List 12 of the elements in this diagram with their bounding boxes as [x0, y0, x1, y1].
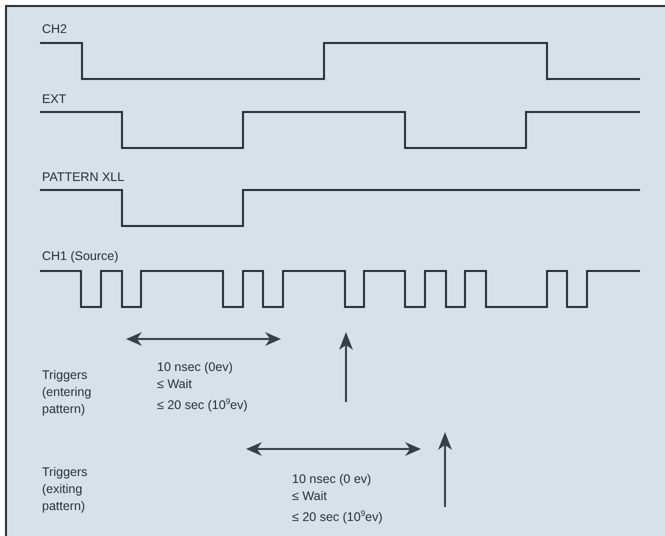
label-text: ≤ Wait [157, 376, 193, 393]
label-text: 10 nsec (0ev) [157, 359, 234, 376]
label-text: Triggers (exiting pattern) [42, 464, 88, 515]
label-text: 10 nsec (0 ev) [292, 471, 372, 488]
label-text: ≤ 20 sec (10$^{9}$ev) [157, 396, 249, 414]
label-text: ≤ 20 sec (10$^{9}$ev) [292, 508, 384, 526]
signal-name: PATTERN XLL [42, 169, 126, 186]
signal-name: CH1 (Source) [42, 248, 120, 265]
label-text: ≤ Wait [292, 488, 328, 505]
signal-name: EXT [42, 91, 68, 108]
signal-name: CH2 [42, 21, 68, 38]
label-text: Triggers (entering pattern) [42, 367, 92, 418]
